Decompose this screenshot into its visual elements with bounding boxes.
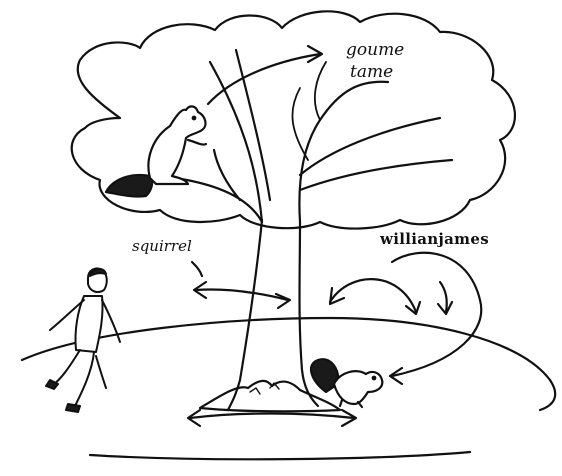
- man-torso: [74, 295, 104, 353]
- label-goume: goume: [346, 40, 405, 60]
- label-tame: tame: [350, 62, 394, 82]
- branch-left: [173, 148, 264, 224]
- ground-outline: [20, 316, 557, 412]
- root-detail: [249, 382, 280, 395]
- ground-squirrel-body: [332, 370, 384, 406]
- ground-squirrel-eye: [371, 375, 377, 381]
- tree-canopy: [70, 10, 516, 230]
- arrow-head-left-b: [274, 292, 292, 310]
- ground-front-edge: [88, 450, 472, 461]
- label-squirrel: squirrel: [132, 237, 192, 255]
- tree-trunk-left: [226, 218, 264, 412]
- squirrel-in-tree: [104, 105, 208, 198]
- squirrel-on-ground: [309, 358, 384, 409]
- label-william-james: willianjames: [380, 230, 489, 248]
- arrow-william-small: [438, 280, 448, 314]
- squirrel-tail-fill: [104, 173, 154, 198]
- arrow-double-bottom: [188, 412, 356, 420]
- squirrel-paw: [186, 138, 208, 146]
- tree-roots: [198, 379, 342, 413]
- arrow-head-william-small: [436, 300, 454, 316]
- ground-squirrel-legs: [338, 398, 364, 409]
- man-legs: [53, 349, 107, 409]
- man-arm: [49, 299, 121, 343]
- arrows: [186, 44, 483, 428]
- arrow-double-right: [328, 278, 418, 314]
- branch-minor: [291, 61, 327, 161]
- arrow-head-right-a: [328, 286, 346, 306]
- man-shoes: [45, 379, 81, 413]
- branch-center: [208, 48, 272, 224]
- arrow-head-bottom-a: [186, 408, 202, 428]
- arrow-squirrel-label: [190, 260, 204, 278]
- squirrel-body: [147, 105, 207, 186]
- arrow-head-goume: [306, 44, 324, 64]
- arrow-double-left: [194, 288, 290, 302]
- arrow-squirrel-to-goume: [206, 52, 322, 106]
- squirrel-eye: [191, 115, 197, 121]
- man-hair: [89, 268, 107, 277]
- walking-man: [45, 267, 121, 413]
- arrow-head-bottom-b: [340, 408, 358, 428]
- arrow-head-william: [388, 366, 404, 386]
- arrow-william-curve: [390, 251, 483, 378]
- arrow-head-right-b: [404, 300, 422, 316]
- arrow-head-left-a: [192, 280, 208, 300]
- ground-squirrel-tail-fill: [309, 358, 340, 394]
- branch-right: [298, 80, 454, 224]
